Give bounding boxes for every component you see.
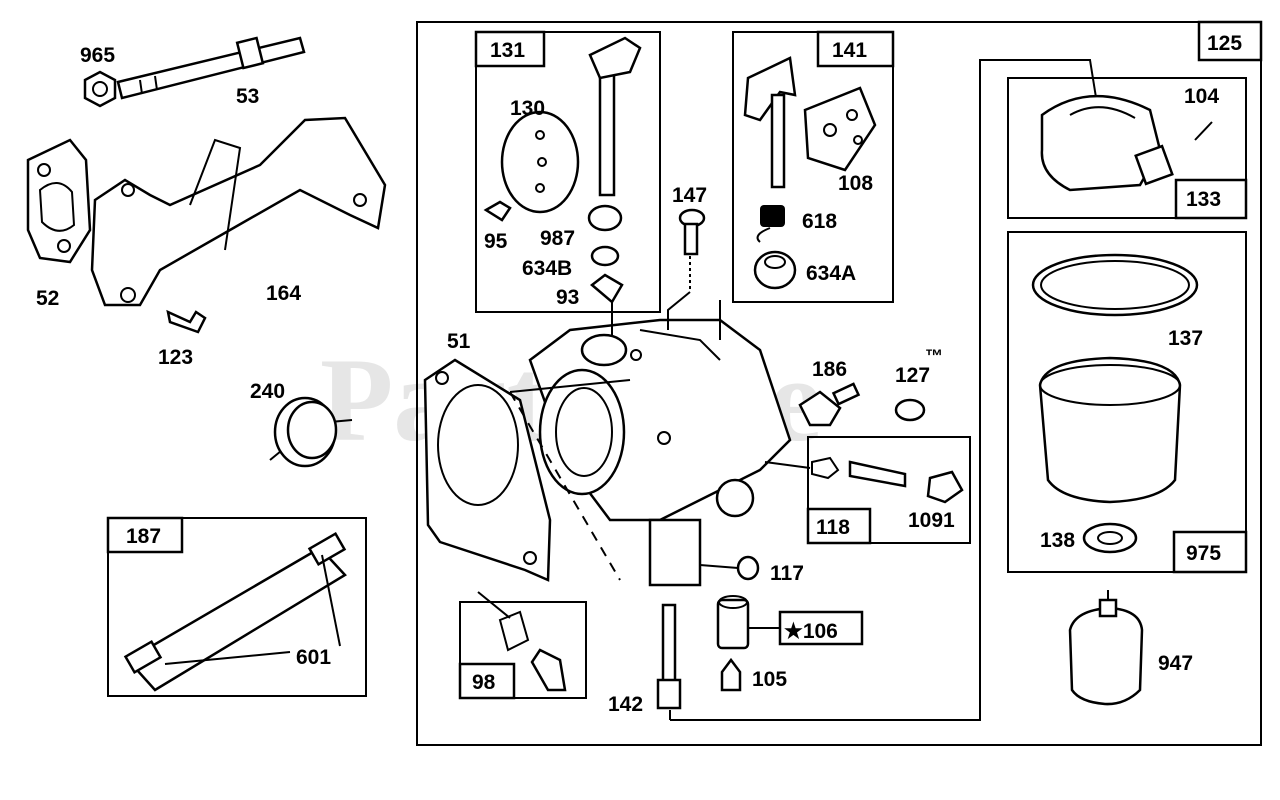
- callout-987: 987: [540, 227, 575, 250]
- trademark-symbol: ™: [925, 346, 943, 366]
- box-106-label: [778, 610, 864, 646]
- box-98: [458, 601, 587, 700]
- callout-164: 164: [266, 282, 301, 305]
- box-label-975: 975: [1186, 542, 1221, 565]
- box-label-133: 133: [1186, 188, 1221, 211]
- callout-108: 108: [838, 172, 873, 195]
- box-187: [106, 516, 367, 697]
- callout-51: 51: [447, 330, 471, 353]
- callout-105: 105: [752, 668, 787, 691]
- callout-634a: 634A: [806, 262, 856, 285]
- part-141-choke-assy[interactable]: [743, 56, 877, 290]
- box-label-141: 141: [832, 39, 867, 62]
- part-51-gasket[interactable]: [423, 358, 552, 582]
- box-label-125: 125: [1207, 32, 1242, 55]
- part-975-float-bowl[interactable]: [1031, 253, 1199, 554]
- callout-147: 147: [672, 184, 707, 207]
- box-118: [806, 436, 971, 545]
- part-carburetor-body[interactable]: [509, 318, 792, 587]
- callout-1091: 1091: [908, 509, 955, 532]
- callout-601: 601: [296, 646, 331, 669]
- callout-93: 93: [556, 286, 579, 309]
- main-frame: [416, 21, 1262, 746]
- part-133-float[interactable]: [1040, 94, 1213, 192]
- part-131-throttle-assy[interactable]: [483, 36, 642, 304]
- part-947-solenoid[interactable]: [1068, 590, 1144, 706]
- callout-618: 618: [802, 210, 837, 233]
- box-975: [1007, 231, 1248, 574]
- callout-95: 95: [484, 230, 508, 253]
- callout-186: 186: [812, 358, 847, 381]
- part-98-idle-screw[interactable]: [477, 591, 567, 692]
- callout-117: 117: [770, 562, 804, 585]
- box-label-187: 187: [126, 525, 161, 548]
- callout-52: 52: [36, 287, 59, 310]
- callout-634b: 634B: [522, 257, 572, 280]
- part-118-mixture-screw[interactable]: [764, 456, 964, 504]
- part-127-washer[interactable]: [894, 398, 926, 422]
- box-131: [474, 30, 661, 313]
- callout-127: 127: [895, 364, 930, 387]
- part-142-emulsion-tube[interactable]: [656, 59, 1099, 721]
- part-53-tube[interactable]: [116, 36, 306, 100]
- callout-240: 240: [250, 380, 285, 403]
- callout-137: 137: [1168, 327, 1203, 350]
- part-106-jet[interactable]: [716, 595, 780, 650]
- part-105-needle[interactable]: [720, 657, 742, 692]
- part-965-nut[interactable]: [83, 70, 117, 108]
- leader-147: [667, 291, 691, 330]
- box-141: [732, 30, 895, 303]
- box-125-label: [1197, 20, 1263, 62]
- callout-104: 104: [1184, 85, 1219, 108]
- box-133: [1007, 77, 1248, 220]
- part-164-manifold[interactable]: [90, 116, 387, 307]
- callout-947: 947: [1158, 652, 1193, 675]
- callout-53: 53: [236, 85, 259, 108]
- box-label-131: 131: [490, 39, 525, 62]
- part-123-screw[interactable]: [166, 309, 207, 334]
- part-147-screw[interactable]: [678, 208, 706, 292]
- part-186-elbow[interactable]: [798, 382, 861, 427]
- part-52-gasket[interactable]: [26, 138, 92, 264]
- callout-965: 965: [80, 44, 115, 67]
- callout-106: ★106: [784, 620, 838, 643]
- callout-138: 138: [1040, 529, 1075, 552]
- part-117-plug[interactable]: [699, 555, 760, 581]
- callout-123: 123: [158, 346, 193, 369]
- callout-142: 142: [608, 693, 643, 716]
- callout-130: 130: [510, 97, 545, 120]
- part-240-fuel-filter[interactable]: [269, 396, 353, 468]
- box-label-118: 118: [816, 516, 850, 539]
- part-187-hose[interactable]: [123, 531, 347, 692]
- box-label-98: 98: [472, 671, 496, 694]
